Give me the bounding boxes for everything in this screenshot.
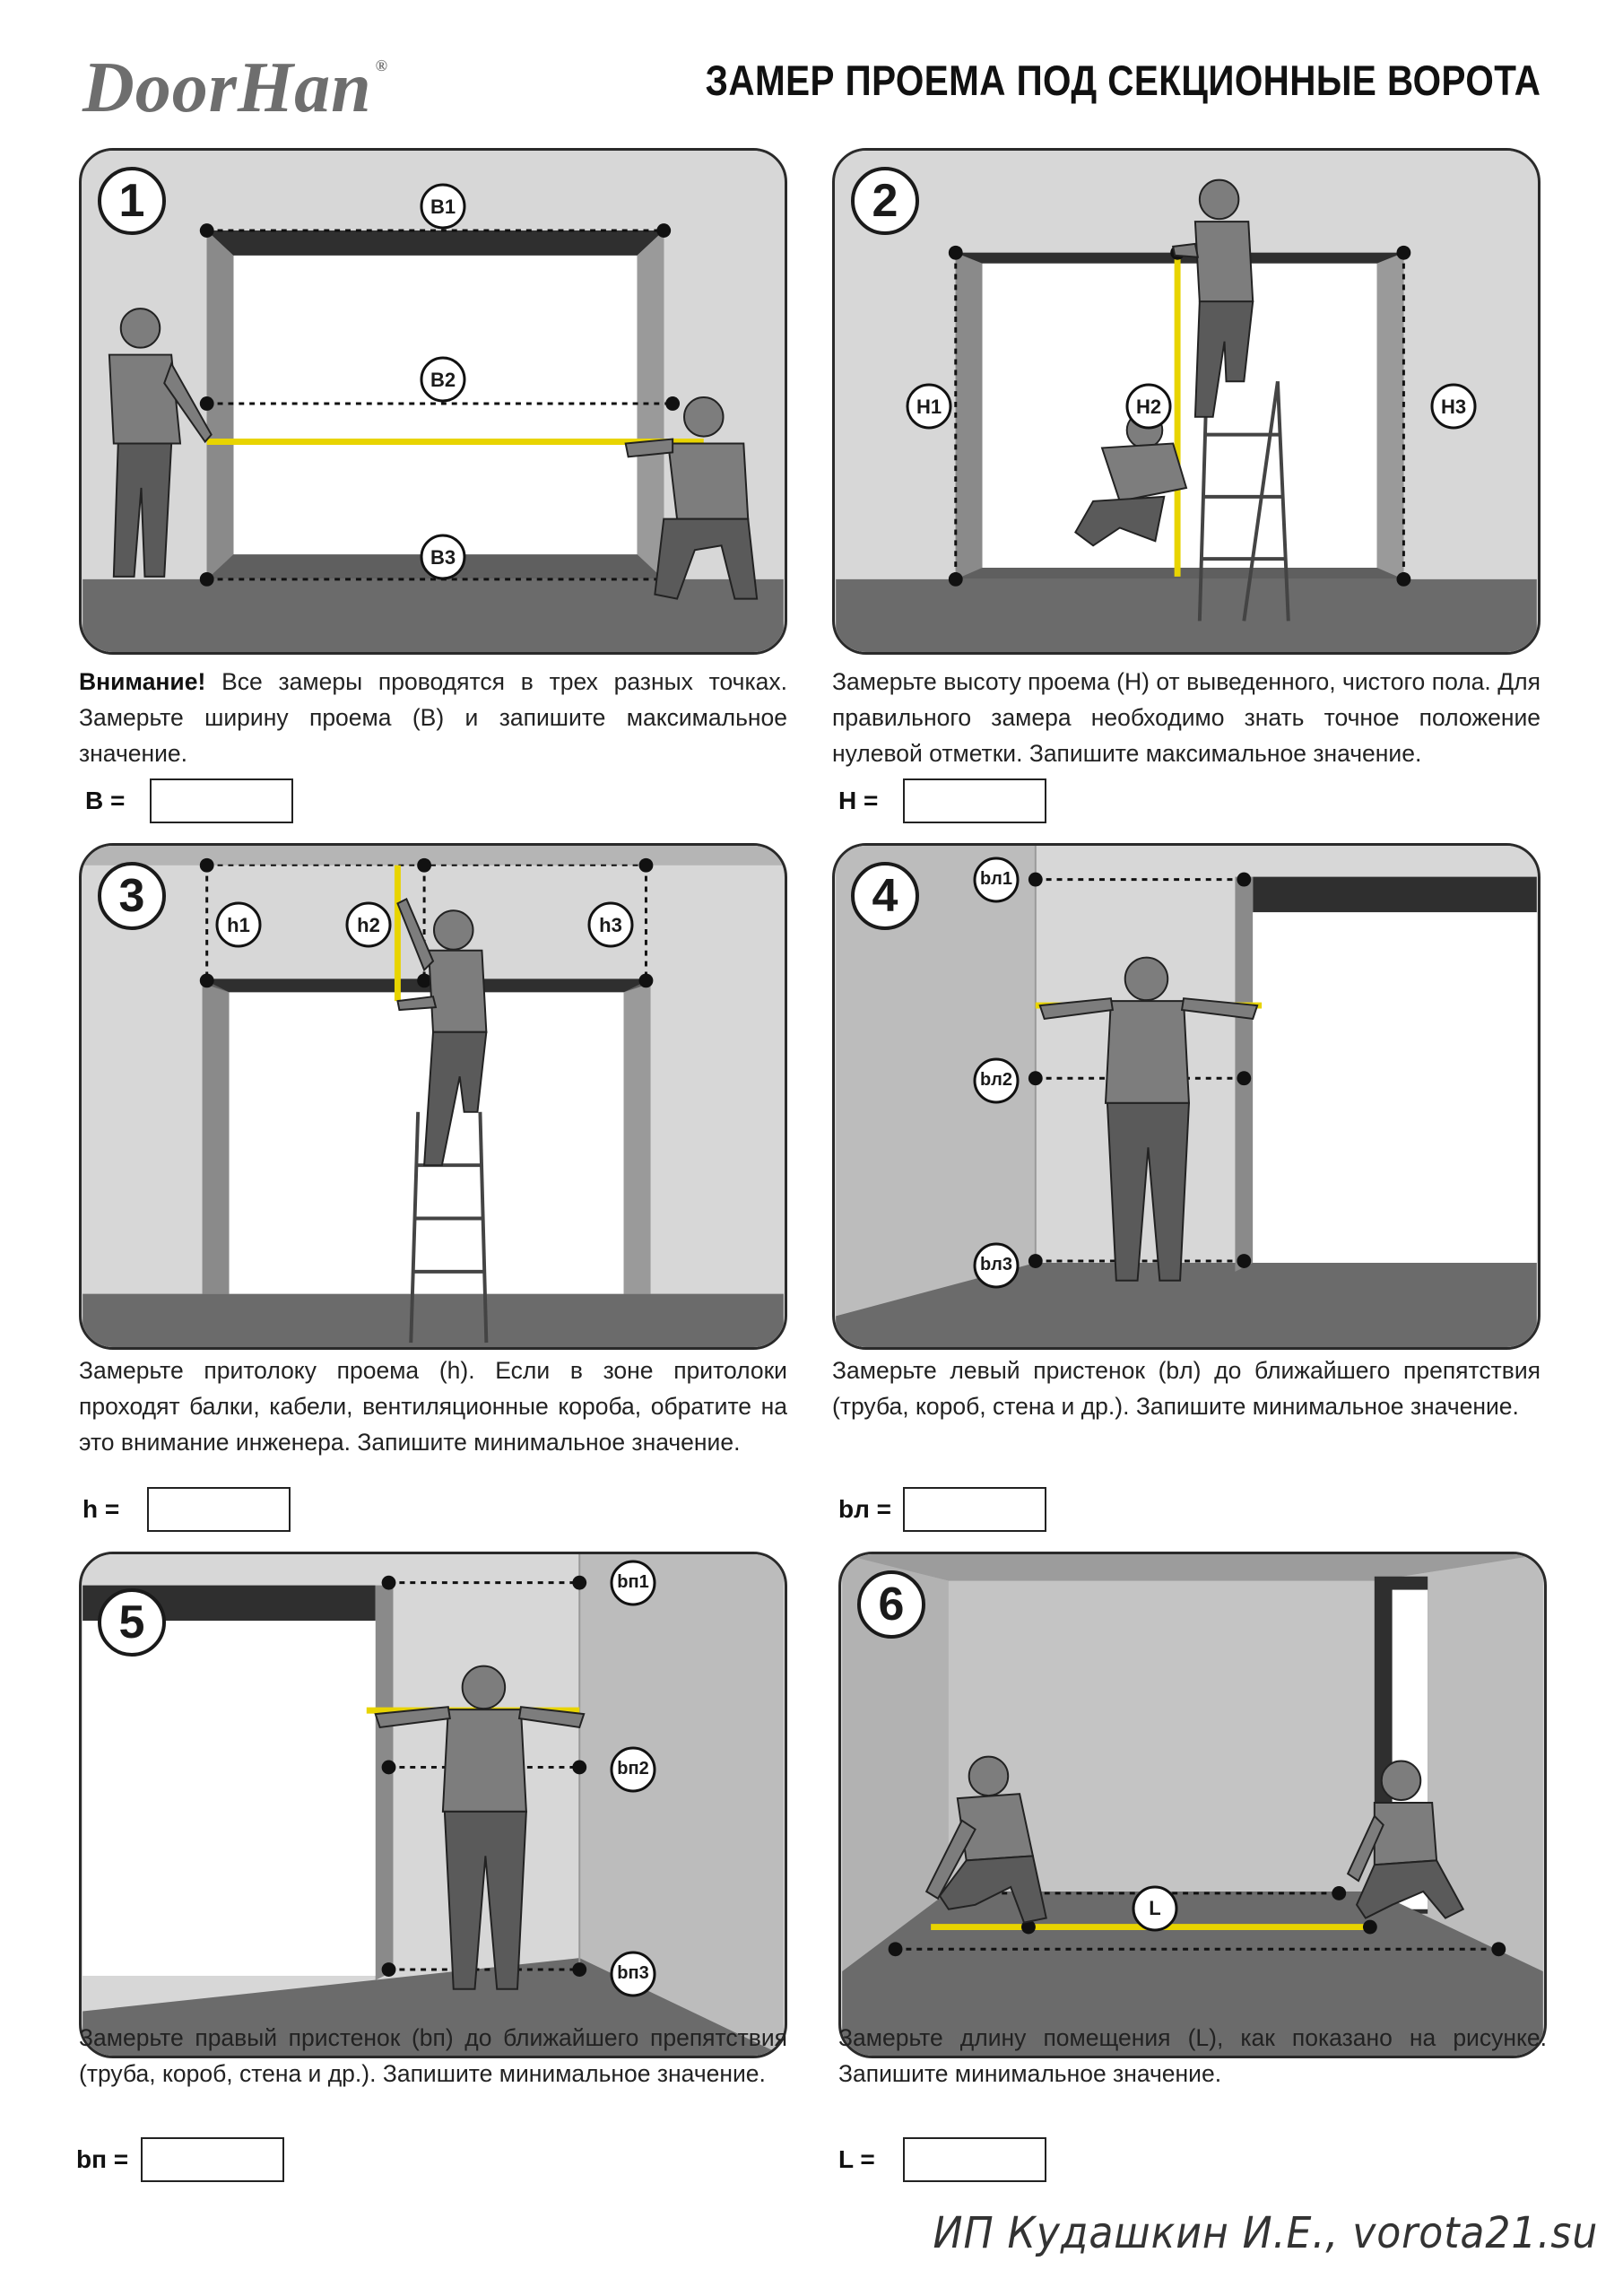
right-wall-input-box[interactable]: [141, 2137, 284, 2182]
step-number-badge: 1: [98, 167, 166, 235]
person-figure: [924, 1755, 1465, 1924]
field-label: B =: [85, 787, 126, 814]
height-measure-scene: [836, 151, 1537, 652]
brand-logo: DoorHan®: [82, 48, 389, 127]
field-label: bл =: [838, 1495, 892, 1523]
ladder: [1197, 380, 1290, 622]
step-number-badge: 6: [857, 1570, 925, 1639]
measure-label-b3: B3: [430, 546, 456, 569]
measure-label-bl2: bл2: [979, 1070, 1013, 1090]
measure-label-bp2: bп2: [617, 1759, 649, 1779]
field-label: L =: [838, 2145, 875, 2173]
right-wall-field: bп =: [76, 2137, 284, 2182]
measure-label-h3: H3: [1440, 396, 1467, 418]
length-field: L =: [838, 2137, 1046, 2182]
step-number-badge: 2: [851, 167, 919, 235]
page-title: ЗАМЕР ПРОЕМА ПОД СЕКЦИОННЫЕ ВОРОТА: [705, 57, 1541, 104]
step-number-badge: 5: [98, 1588, 166, 1657]
measure-label-h1: H1: [916, 396, 942, 418]
width-field: B =: [85, 778, 293, 823]
measure-label-bp1: bп1: [617, 1572, 649, 1592]
measure-label-b2: B2: [430, 369, 456, 391]
width-measure-scene: [82, 151, 784, 652]
step-5-illustration: 5 bп1 bп2 bп3: [79, 1552, 787, 2058]
person-figure: [1038, 956, 1259, 1282]
field-label: H =: [838, 787, 879, 814]
measure-label-h2-lintel: h2: [357, 914, 380, 936]
step-number-badge: 3: [98, 862, 166, 930]
person-figure: [396, 898, 488, 1167]
measure-label-bl1: bл1: [979, 869, 1013, 889]
measure-label-h1-lintel: h1: [227, 914, 250, 936]
step-number-badge: 4: [851, 862, 919, 930]
left-wall-field: bл =: [838, 1487, 1046, 1532]
room-length-measure-scene: [842, 1554, 1543, 2056]
step-6-caption: Замерьте длину помещения (L), как показа…: [838, 2024, 1547, 2087]
measure-label-h2: H2: [1135, 396, 1162, 418]
person-figure: [624, 396, 759, 600]
step-1-caption: Внимание! Все замеры проводятся в трех р…: [79, 668, 787, 767]
step-2-caption: Замерьте высоту проема (H) от выведенног…: [832, 668, 1541, 767]
step-4-caption: Замерьте левый пристенок (bл) до ближайш…: [832, 1357, 1541, 1420]
step-4-illustration: 4 bл1 bл2 bл3: [832, 843, 1541, 1350]
footer-signature: ИП Кудашкин И.Е., vorota21.su: [933, 2208, 1598, 2258]
measure-label-b1: B1: [430, 196, 456, 218]
width-input-box[interactable]: [150, 778, 293, 823]
measure-label-l: L: [1149, 1897, 1161, 1919]
step-6-illustration: 6 L: [838, 1552, 1547, 2058]
right-wall-measure-scene: [82, 1554, 784, 2056]
measure-label-bp3: bп3: [617, 1963, 649, 1983]
length-input-box[interactable]: [903, 2137, 1046, 2182]
step-2-illustration: 2 H1 H2 H3: [832, 148, 1541, 655]
measure-label-bl3: bл3: [979, 1255, 1013, 1274]
step-1-illustration: 1 B1 B2 B3: [79, 148, 787, 655]
lintel-input-box[interactable]: [147, 1487, 291, 1532]
lintel-measure-scene: [82, 846, 784, 1347]
height-input-box[interactable]: [903, 778, 1046, 823]
step-3-caption: Замерьте притолоку проема (h). Если в зо…: [79, 1357, 787, 1456]
person-figure: [374, 1665, 586, 1990]
step-3-illustration: 3 h1 h2 h3: [79, 843, 787, 1350]
height-field: H =: [838, 778, 1046, 823]
person-figure: [108, 308, 213, 578]
measure-label-h3-lintel: h3: [599, 914, 622, 936]
lintel-field: h =: [82, 1487, 291, 1532]
left-wall-input-box[interactable]: [903, 1487, 1046, 1532]
field-label: bп =: [76, 2145, 129, 2173]
step-5-caption: Замерьте правый пристенок (bп) до ближай…: [79, 2024, 787, 2087]
field-label: h =: [82, 1495, 120, 1523]
left-wall-measure-scene: [836, 846, 1537, 1347]
